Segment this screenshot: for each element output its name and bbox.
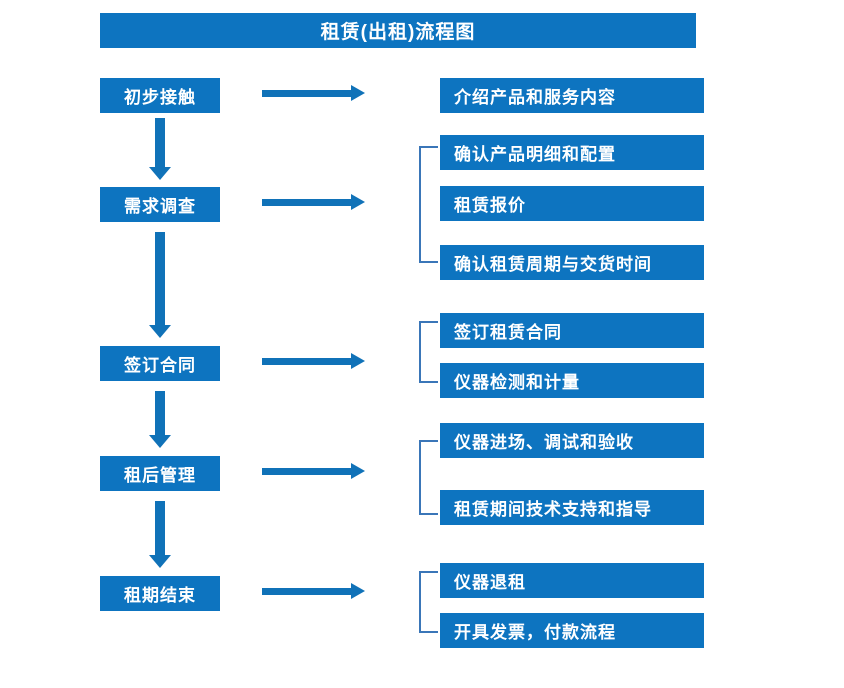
arrow-stage-2-to-details bbox=[262, 194, 365, 210]
stage-box-1[interactable]: 初步接触 bbox=[100, 78, 220, 113]
group-bracket-3 bbox=[419, 321, 438, 383]
arrow-stage-3-to-details bbox=[262, 353, 365, 369]
diagram-title: 租赁(出租)流程图 bbox=[100, 13, 696, 48]
detail-box-4-2[interactable]: 租赁期间技术支持和指导 bbox=[440, 490, 704, 525]
arrow-stage-1-to-stage-2 bbox=[149, 118, 171, 180]
arrow-stage-5-to-details bbox=[262, 583, 365, 599]
arrow-stage-4-to-stage-5 bbox=[149, 501, 171, 568]
arrow-stage-2-to-stage-3 bbox=[149, 232, 171, 338]
stage-box-2[interactable]: 需求调查 bbox=[100, 187, 220, 222]
arrow-stage-4-to-details bbox=[262, 463, 365, 479]
group-bracket-5 bbox=[419, 571, 438, 633]
stage-box-4[interactable]: 租后管理 bbox=[100, 456, 220, 491]
detail-box-1-1[interactable]: 介绍产品和服务内容 bbox=[440, 78, 704, 113]
arrow-stage-1-to-details bbox=[262, 85, 365, 101]
arrow-stage-3-to-stage-4 bbox=[149, 391, 171, 448]
stage-box-3[interactable]: 签订合同 bbox=[100, 346, 220, 381]
detail-box-2-2[interactable]: 租赁报价 bbox=[440, 186, 704, 221]
stage-box-5[interactable]: 租期结束 bbox=[100, 576, 220, 611]
detail-box-2-3[interactable]: 确认租赁周期与交货时间 bbox=[440, 245, 704, 280]
detail-box-5-1[interactable]: 仪器退租 bbox=[440, 563, 704, 598]
detail-box-4-1[interactable]: 仪器进场、调试和验收 bbox=[440, 423, 704, 458]
group-bracket-4 bbox=[419, 440, 438, 515]
detail-box-2-1[interactable]: 确认产品明细和配置 bbox=[440, 135, 704, 170]
detail-box-3-2[interactable]: 仪器检测和计量 bbox=[440, 363, 704, 398]
detail-box-3-1[interactable]: 签订租赁合同 bbox=[440, 313, 704, 348]
group-bracket-2 bbox=[419, 146, 438, 263]
detail-box-5-2[interactable]: 开具发票，付款流程 bbox=[440, 613, 704, 648]
